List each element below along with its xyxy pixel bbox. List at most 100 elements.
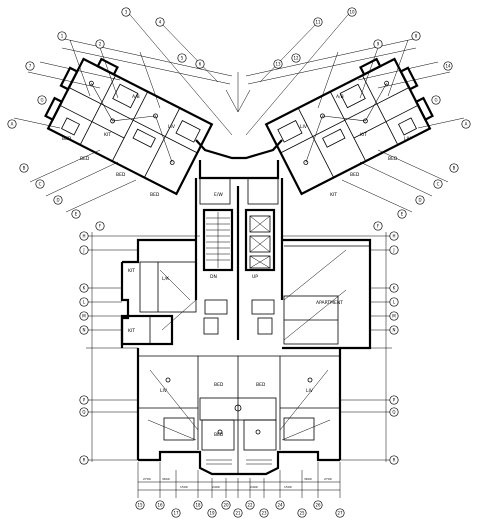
axis-bubble: N <box>79 325 89 335</box>
axis-bubble-label: 13 <box>275 62 281 67</box>
axis-bubble-label: 7 <box>29 64 32 69</box>
axis-bubble: 25 <box>297 508 307 518</box>
axis-bubble-circle <box>171 508 181 518</box>
room-label: KIT <box>360 132 367 138</box>
axis-bubble: 23 <box>259 508 269 518</box>
room-label: LIV <box>168 124 176 130</box>
axis-bubble: 22 <box>245 500 255 510</box>
axis-bubble: E <box>71 209 81 219</box>
room-label: BED <box>256 382 266 388</box>
axis-bubble-circle <box>155 17 165 27</box>
axis-bubble-circle <box>275 500 285 510</box>
axis-bubble-circle <box>79 455 89 465</box>
axis-bubble-circle <box>79 311 89 321</box>
axis-bubble: Q <box>389 407 399 417</box>
axis-bubble: D <box>415 195 425 205</box>
axis-bubble-circle <box>177 53 187 63</box>
axis-bubble-circle <box>121 7 131 17</box>
axis-bubble: H <box>389 231 399 241</box>
axis-bubble-circle <box>373 39 383 49</box>
left-wing <box>44 57 214 196</box>
axis-bubble-label: B <box>23 166 26 171</box>
dimension-label: 3600 <box>304 477 312 481</box>
dimension-label: 1500 <box>284 485 292 489</box>
axis-bubble: D <box>53 195 63 205</box>
axis-bubble: J <box>79 245 89 255</box>
axis-bubble-label: 2 <box>99 42 102 47</box>
axis-bubble-circle <box>433 179 443 189</box>
axis-bubble: M <box>79 311 89 321</box>
axis-bubble: 12 <box>291 53 301 63</box>
axis-bubble: A <box>7 119 17 129</box>
room-label: BED <box>214 382 224 388</box>
room-label: L/K <box>162 276 170 282</box>
lower-block <box>120 238 372 476</box>
axis-bubble: 2 <box>95 39 105 49</box>
axis-bubble-circle <box>207 508 217 518</box>
axis-bubble: 27 <box>335 508 345 518</box>
axis-bubble-circle <box>79 325 89 335</box>
axis-bubble-label: N <box>393 328 396 333</box>
axis-bubble-label: J <box>82 248 84 253</box>
axis-bubble-label: G <box>434 98 437 103</box>
stair-left <box>206 212 230 268</box>
axis-bubble: 1 <box>57 31 67 41</box>
axis-bubble: 11 <box>313 17 323 27</box>
axis-bubble-label: C <box>437 182 440 187</box>
axis-bubble: A <box>461 119 471 129</box>
axis-bubble: 18 <box>193 500 203 510</box>
axis-bubble-circle <box>79 245 89 255</box>
axis-bubble: H <box>79 231 89 241</box>
room-label: E/W <box>214 192 223 198</box>
axis-bubble-circle <box>461 119 471 129</box>
dimension-label: 3600 <box>162 477 170 481</box>
axis-bubble-circle <box>135 500 145 510</box>
room-label: APARTMENT <box>316 300 343 306</box>
axis-bubble-label: A <box>11 122 14 127</box>
axis-bubble-circle <box>79 283 89 293</box>
axis-bubble-circle <box>79 407 89 417</box>
axis-bubble-label: 17 <box>173 511 179 516</box>
axis-bubble-label: M <box>392 314 396 319</box>
axis-bubble-label: F <box>99 224 102 229</box>
axis-bubble-label: L <box>393 300 396 305</box>
axis-bubble-label: N <box>83 328 86 333</box>
axis-bubble-circle <box>373 221 383 231</box>
axis-bubble-circle <box>259 508 269 518</box>
room-label: A/B <box>336 94 344 100</box>
axis-bubble: 24 <box>275 500 285 510</box>
axis-bubble-label: L <box>83 300 86 305</box>
dimension-label: 2700 <box>143 477 151 481</box>
axis-bubble: B <box>19 163 29 173</box>
room-label: A/B <box>132 94 140 100</box>
axis-bubble-circle <box>389 231 399 241</box>
axis-bubble-circle <box>389 455 399 465</box>
axis-bubble: 14 <box>443 61 453 71</box>
axis-bubble: C <box>433 179 443 189</box>
axis-bubble: J <box>389 245 399 255</box>
axis-bubble: 15 <box>135 500 145 510</box>
axis-bubble-label: 24 <box>277 503 283 508</box>
room-label: LIV <box>160 388 168 394</box>
axis-bubble: N <box>389 325 399 335</box>
axis-bubble-label: E <box>401 212 404 217</box>
room-label: KIT <box>330 192 337 198</box>
axis-bubble-label: F <box>377 224 380 229</box>
axis-bubble: 3 <box>121 7 131 17</box>
axis-bubble-circle <box>53 195 63 205</box>
axis-bubble-circle <box>313 500 323 510</box>
dimension-label: 2400 <box>250 485 258 489</box>
axis-bubble-circle <box>313 17 323 27</box>
axis-bubble: 10 <box>347 7 357 17</box>
bottom-dimension-lines <box>137 462 341 498</box>
axis-bubble: R <box>79 455 89 465</box>
axis-bubble-circle <box>389 407 399 417</box>
axis-bubble-circle <box>297 508 307 518</box>
axis-bubble-circle <box>233 508 243 518</box>
axis-bubble-label: 8 <box>415 34 418 39</box>
axis-bubble-label: 23 <box>261 511 267 516</box>
axis-bubble-circle <box>389 395 399 405</box>
room-label: BED <box>116 172 126 178</box>
